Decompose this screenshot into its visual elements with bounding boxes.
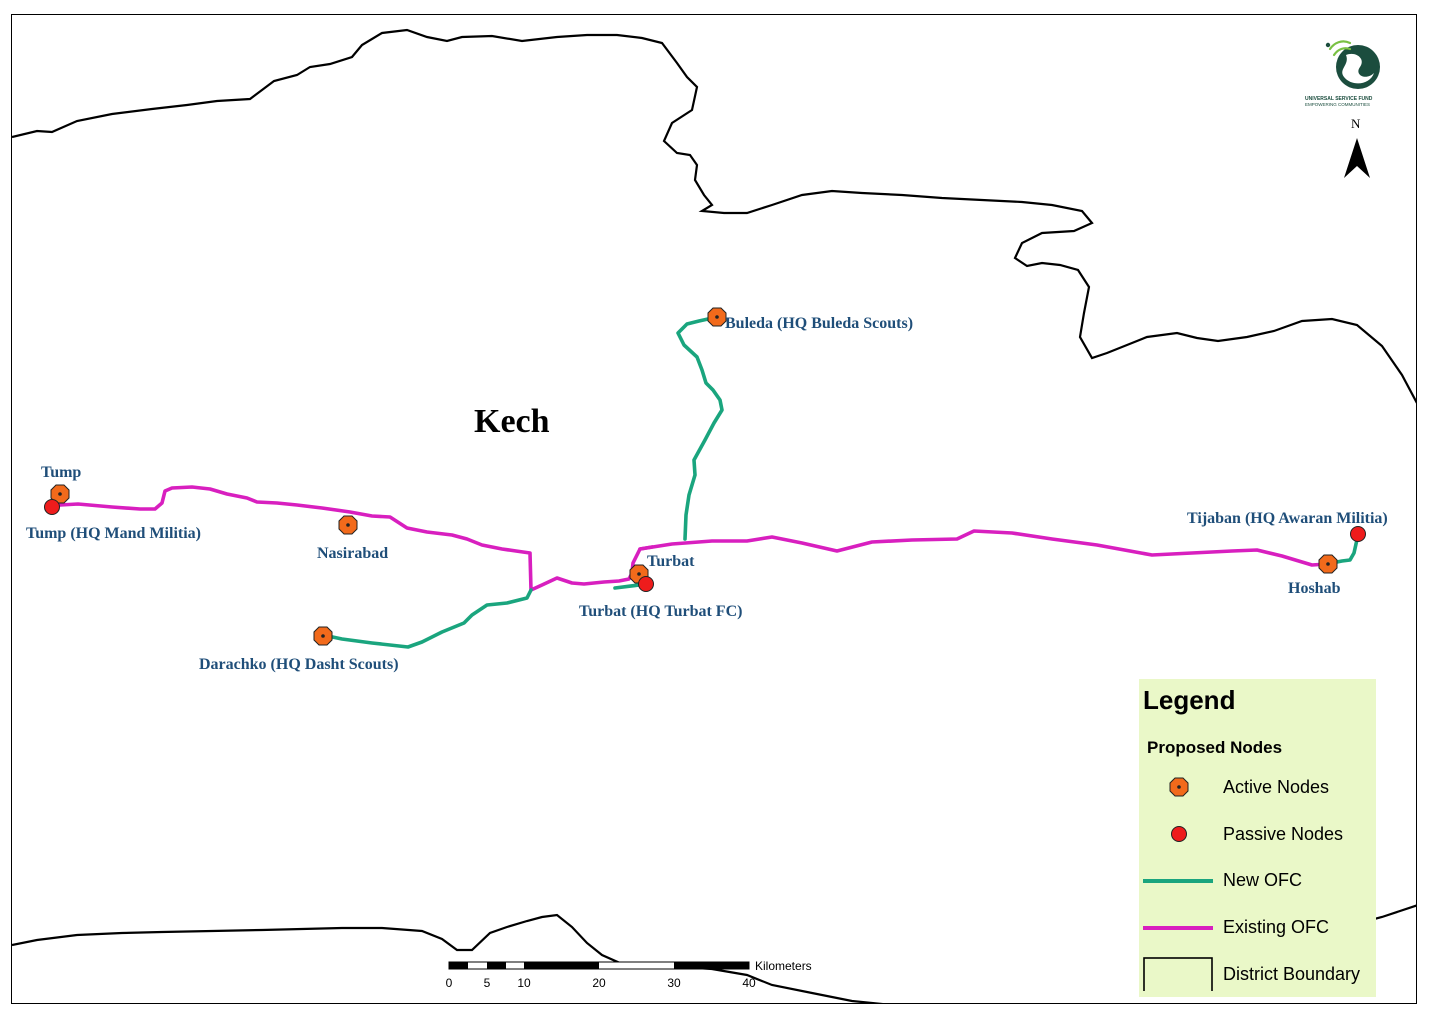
scale-unit: Kilometers — [755, 959, 812, 973]
north-arrow: N — [1344, 116, 1370, 178]
legend-label: Passive Nodes — [1223, 824, 1344, 844]
legend-item-passive-nodes: Passive Nodes — [1139, 819, 1376, 849]
scale-tick-40: 40 — [742, 976, 756, 990]
legend-item-new-ofc: New OFC — [1139, 865, 1376, 895]
label-hoshab: Hoshab — [1288, 580, 1341, 597]
legend-label: Existing OFC — [1223, 917, 1330, 937]
scale-bar-ticks: 0 5 10 20 30 40 — [446, 976, 756, 990]
passive-node-tijaban[interactable] — [1350, 526, 1366, 542]
legend-subtitle: Proposed Nodes — [1147, 738, 1283, 757]
usf-logo-tagline: EMPOWERING COMMUNITIES — [1305, 102, 1370, 107]
region-label-kech: Kech — [474, 403, 550, 440]
active-node-darachko[interactable] — [313, 626, 333, 646]
new-ofc-line-icon — [1143, 879, 1213, 883]
passive-node-icon — [1171, 826, 1187, 842]
passive-node-turbat-hq[interactable] — [638, 576, 654, 592]
scale-tick-0: 0 — [446, 976, 453, 990]
district-boundary-north — [12, 28, 1416, 404]
usf-logo-icon — [1325, 40, 1380, 89]
scale-tick-5: 5 — [484, 976, 491, 990]
legend-title: Legend — [1143, 685, 1236, 715]
active-node-hoshab[interactable] — [1318, 554, 1338, 574]
label-tump: Tump — [41, 464, 81, 481]
place-labels: Kech Tump Tump (HQ Mand Militia) Nasirab… — [26, 315, 1388, 673]
label-nasirabad: Nasirabad — [317, 545, 388, 562]
scale-tick-20: 20 — [592, 976, 606, 990]
label-turbat: Turbat — [647, 553, 695, 570]
scale-tick-30: 30 — [667, 976, 681, 990]
new-ofc-turbat-buleda — [676, 315, 724, 541]
map-nodes — [44, 307, 1366, 646]
usf-logo-name: UNIVERSAL SERVICE FUND — [1305, 96, 1373, 102]
new-ofc-darachko-turbat — [321, 588, 533, 649]
legend-item-existing-ofc: Existing OFC — [1139, 912, 1376, 942]
label-turbat-hq: Turbat (HQ Turbat FC) — [579, 603, 742, 620]
district-boundary-icon — [1143, 957, 1213, 991]
label-buleda: Buleda (HQ Buleda Scouts) — [725, 315, 913, 332]
existing-ofc-tump-turbat — [50, 485, 654, 592]
active-node-icon — [1169, 777, 1189, 797]
existing-ofc-lines — [50, 485, 1329, 592]
active-node-buleda[interactable] — [707, 307, 727, 327]
north-arrow-icon — [1344, 138, 1370, 178]
legend-label: Active Nodes — [1223, 777, 1330, 797]
usf-logo: UNIVERSAL SERVICE FUND EMPOWERING COMMUN… — [1305, 40, 1380, 107]
north-label: N — [1351, 116, 1361, 131]
label-tump-hq: Tump (HQ Mand Militia) — [26, 525, 201, 542]
new-ofc-lines — [321, 315, 1360, 649]
legend-label: District Boundary — [1223, 964, 1361, 984]
legend-item-district-boundary: District Boundary — [1139, 957, 1376, 991]
scale-bar: 0 5 10 20 30 40 Kilometers — [446, 959, 812, 990]
legend-label: New OFC — [1223, 870, 1303, 890]
existing-ofc-turbat-hoshab — [638, 529, 1329, 567]
active-node-tump[interactable] — [50, 484, 70, 504]
legend-item-active-nodes: Active Nodes — [1139, 772, 1376, 802]
label-tijaban: Tijaban (HQ Awaran Militia) — [1187, 510, 1388, 527]
scale-tick-10: 10 — [517, 976, 531, 990]
map-frame: Kech Tump Tump (HQ Mand Militia) Nasirab… — [11, 14, 1417, 1004]
active-node-nasirabad[interactable] — [338, 515, 358, 535]
existing-ofc-line-icon — [1143, 926, 1213, 930]
label-darachko: Darachko (HQ Dasht Scouts) — [199, 656, 399, 673]
legend-panel: Legend Proposed Nodes Active Nodes Passi… — [1139, 679, 1376, 997]
passive-node-tump-hq[interactable] — [44, 499, 60, 515]
map-canvas: Kech Tump Tump (HQ Mand Militia) Nasirab… — [12, 28, 1416, 1003]
